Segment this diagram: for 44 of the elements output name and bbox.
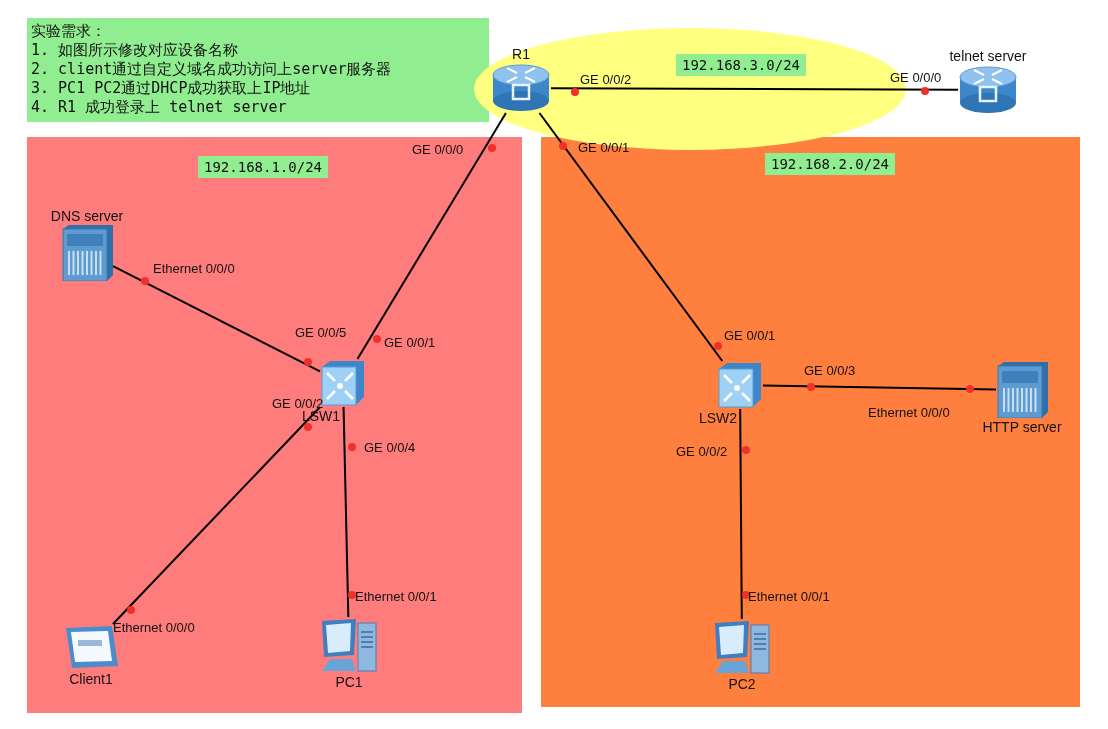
requirement-item: 2. client通过自定义域名成功访问上server服务器 [31,60,393,79]
port-label: Ethernet 0/0/0 [153,261,235,276]
port-label: Ethernet 0/0/0 [868,405,950,420]
subnet-area [27,137,522,713]
device-name: DNS server [50,207,124,225]
device-name: R1 [512,45,530,63]
network-cable [762,384,997,391]
network-cable [356,112,507,360]
device-name: LSW2 [698,409,738,427]
port-label: GE 0/0/1 [724,328,776,343]
device-name: PC2 [728,675,756,693]
port-label: GE 0/0/0 [890,70,942,85]
note-heading: 实验需求： [31,22,107,41]
port-label: GE 0/0/2 [272,396,324,411]
network-cable [342,406,350,618]
device-name: PC1 [335,673,363,691]
subnet-label: 192.168.3.0/24 [676,54,806,76]
port-label: Ethernet 0/0/1 [748,589,830,604]
subnet-ellipse [474,28,906,150]
port-label: GE 0/0/1 [384,335,436,350]
port-label: GE 0/0/2 [580,72,632,87]
device-name: Client1 [69,670,113,688]
port-label: GE 0/0/5 [295,325,347,340]
device-name: telnet server [949,47,1027,65]
network-cable [550,87,959,91]
port-label: Ethernet 0/0/1 [355,589,437,604]
network-cable [538,112,724,362]
requirements-note [27,18,489,122]
requirement-item: 4. R1 成功登录上 telnet server [31,98,288,117]
network-cable [739,408,743,620]
subnet-label: 192.168.1.0/24 [198,156,328,178]
port-label: GE 0/0/0 [412,142,464,157]
network-cable [111,406,322,625]
device-name: HTTP server [982,418,1062,436]
requirement-item: 3. PC1 PC2通过DHCP成功获取上IP地址 [31,79,312,98]
port-label: GE 0/0/3 [804,363,856,378]
port-label: GE 0/0/1 [578,140,630,155]
subnet-area [541,137,1080,707]
network-cable [112,265,321,373]
port-label: GE 0/0/2 [676,444,728,459]
subnet-label: 192.168.2.0/24 [765,153,895,175]
port-label: Ethernet 0/0/0 [113,620,195,635]
port-label: GE 0/0/4 [364,440,416,455]
requirement-item: 1. 如图所示修改对应设备名称 [31,41,240,60]
